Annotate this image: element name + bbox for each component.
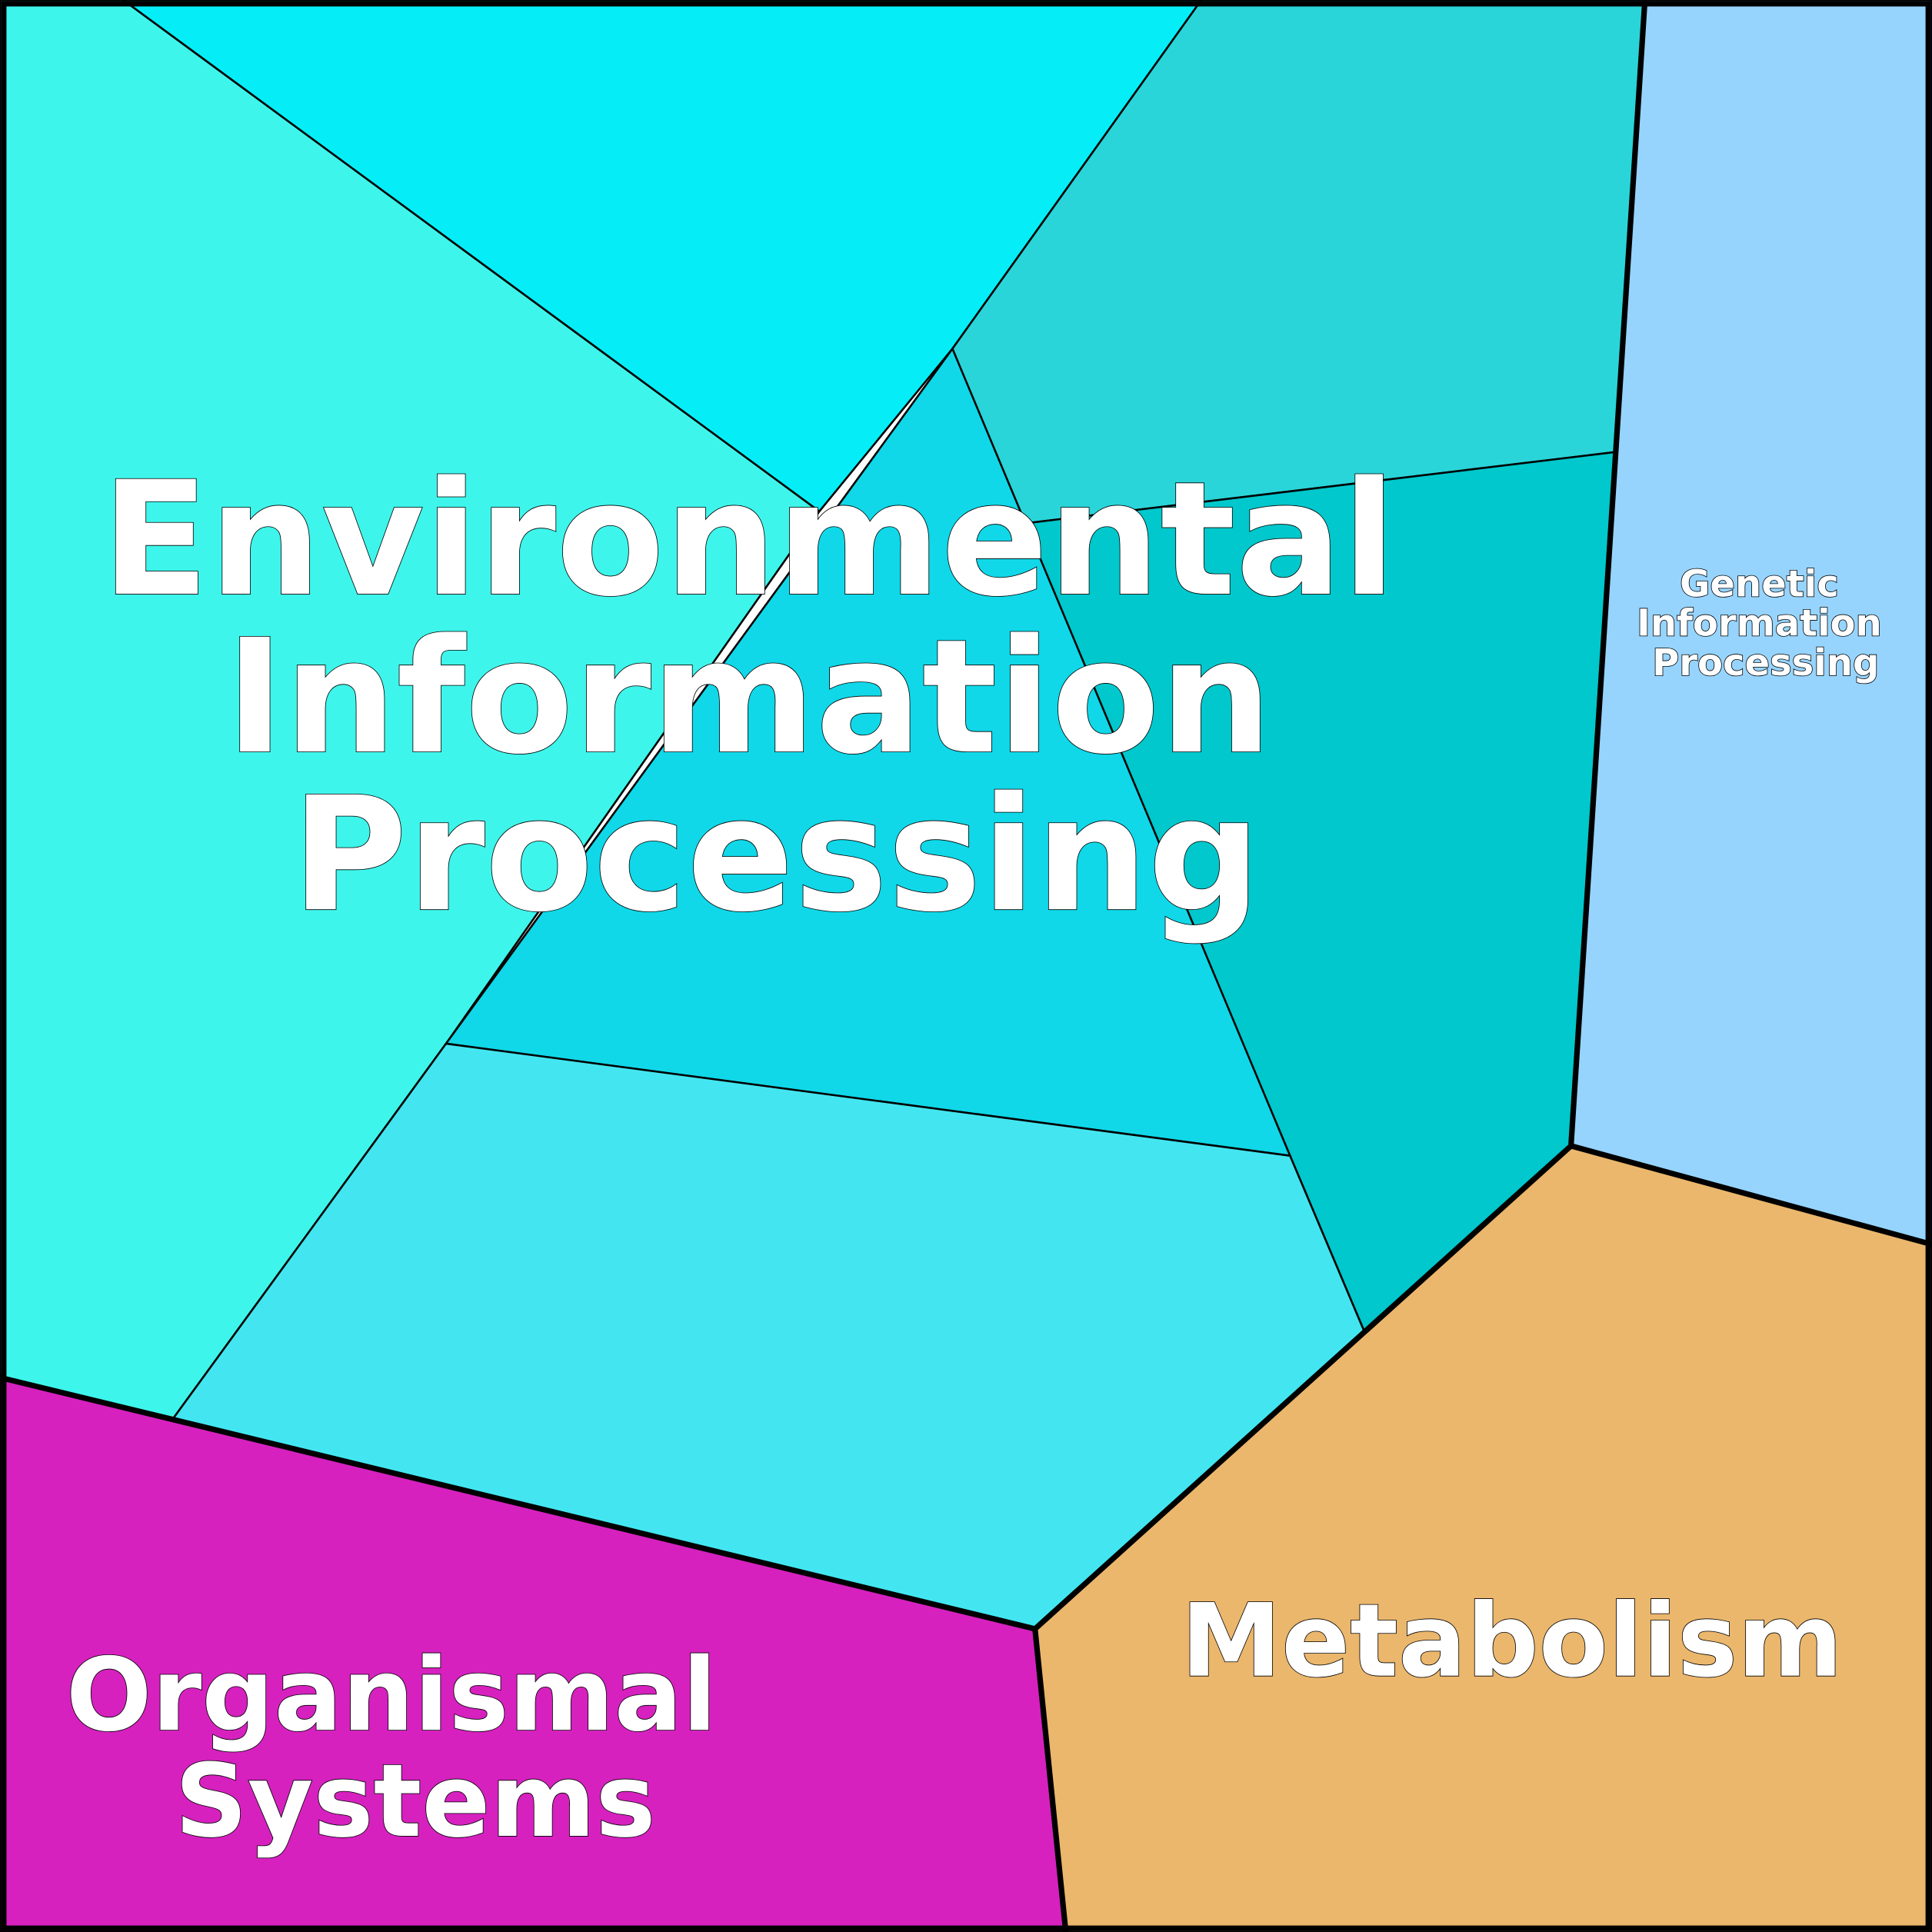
label-genetic-information-processing: Genetic Information Processing xyxy=(1637,562,1895,685)
group-border xyxy=(0,0,1648,1632)
group-border xyxy=(1032,1628,1069,1932)
label-metabolism: Metabolism xyxy=(1181,1582,1843,1700)
group-border xyxy=(1570,1143,1932,1247)
label-organismal-systems: Organismal Systems xyxy=(66,1636,752,1860)
label-environmental-information-processing: Environmental Information Processing xyxy=(102,448,1451,947)
